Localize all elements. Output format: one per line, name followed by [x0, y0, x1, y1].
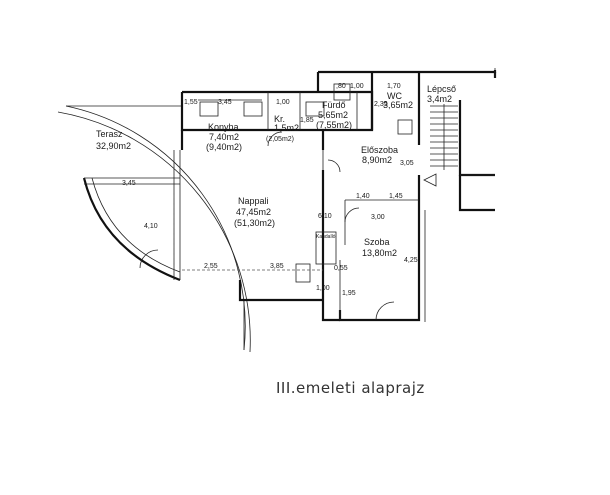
wc-name: WC [387, 91, 402, 101]
nappali-area-alt: (51,30m2) [234, 218, 275, 228]
eloszoba-name: Előszoba [361, 145, 398, 155]
konyha-name: Konyha [208, 122, 239, 132]
staircase [423, 104, 458, 187]
konyha-area: 7,40m2 [209, 132, 239, 142]
dim-100-b: 1,00 [350, 83, 364, 90]
dim-385: 3,85 [270, 263, 284, 270]
eloszoba-area: 8,90m2 [362, 155, 392, 165]
dim-185: 1,85 [300, 117, 314, 124]
kamra-name: Kr. [274, 114, 285, 124]
dim-300: 3,00 [371, 214, 385, 221]
kamra-area-alt: (2,05m2) [266, 136, 294, 143]
doors [139, 131, 395, 321]
neighbour-outline [424, 68, 496, 322]
dim-235: 2,35 [374, 101, 388, 108]
plan-title: III.emeleti alaprajz [276, 379, 425, 397]
curved-glass-wall [82, 150, 181, 282]
dim-410: 4,10 [144, 223, 158, 230]
dim-55: 0,55 [334, 265, 348, 272]
lepcso-area: 3,4m2 [427, 94, 452, 104]
lepcso-name: Lépcső [427, 84, 456, 94]
szoba-name: Szoba [364, 237, 390, 247]
dim-195: 1,95 [342, 290, 356, 297]
dim-100-a: 1,00 [276, 99, 290, 106]
kandallo-label: Kandalló [316, 234, 336, 240]
wc-area: 3,65m2 [383, 100, 413, 110]
dim-100-c: 1,00 [316, 285, 330, 292]
kamra-area: 1,5m2 [274, 123, 299, 133]
nappali-name: Nappali [238, 196, 269, 206]
furdo-area-alt: (7,55m2) [316, 120, 352, 130]
dim-145: 1,45 [389, 193, 403, 200]
dim-80: ,80 [336, 83, 346, 90]
nappali-area: 47,45m2 [236, 207, 271, 217]
dim-155: 1,55 [184, 99, 198, 106]
dim-140: 1,40 [356, 193, 370, 200]
interior-walls [173, 83, 419, 320]
dim-170: 1,70 [387, 83, 401, 90]
dim-610: 6,10 [318, 213, 332, 220]
dim-305: 3,05 [400, 160, 414, 167]
konyha-area-alt: (9,40m2) [206, 142, 242, 152]
dim-345-left: 3,45 [122, 180, 136, 187]
terasz-area: 32,90m2 [96, 141, 131, 151]
dim-345-top: 3,45 [218, 99, 232, 106]
furdo-area: 5,65m2 [318, 110, 348, 120]
dim-425: 4,25 [404, 257, 418, 264]
dim-255: 2,55 [204, 263, 218, 270]
furdo-name: Fürdő [322, 100, 346, 110]
terrace-outline [57, 105, 251, 353]
terasz-name: Terasz [96, 129, 123, 139]
szoba-area: 13,80m2 [362, 248, 397, 258]
